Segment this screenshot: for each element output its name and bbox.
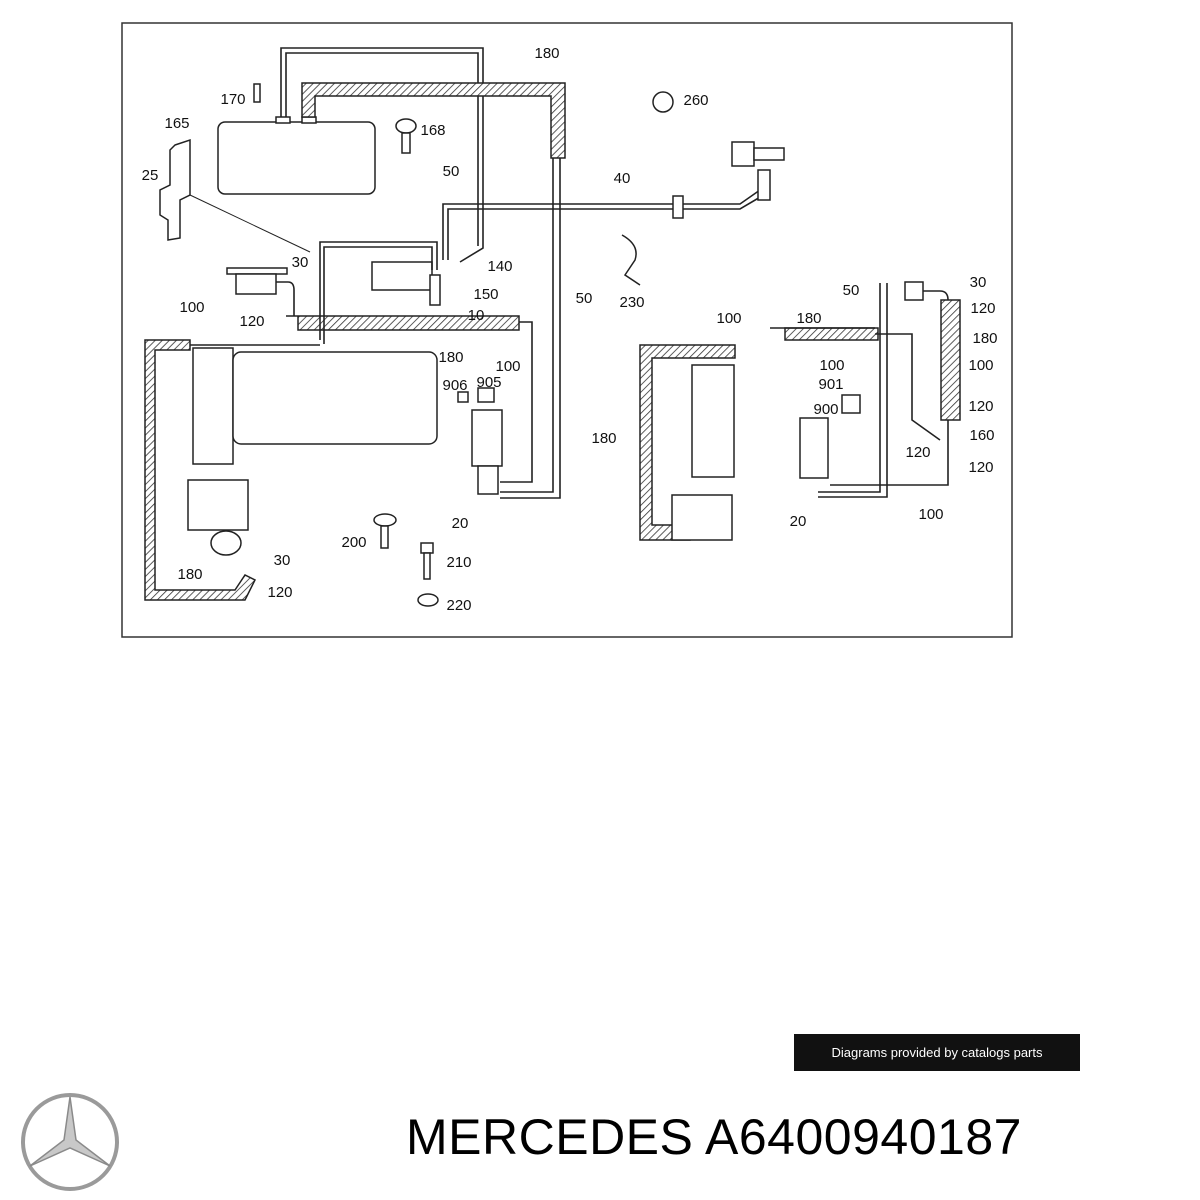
callout-label: 20 (452, 515, 469, 532)
hose-180-middle (286, 315, 520, 331)
callout-label: 120 (970, 300, 995, 317)
callout-label: 120 (968, 459, 993, 476)
callout-label: 120 (968, 398, 993, 415)
callout-label: 20 (790, 513, 807, 530)
valve-20-right (799, 417, 829, 479)
callout-label: 900 (813, 401, 838, 418)
brand-name: MERCEDES (406, 1109, 694, 1165)
callout-label: 100 (918, 506, 943, 523)
callout-label: 30 (970, 274, 987, 291)
hose-180-detail (639, 344, 736, 541)
callout-label: 901 (818, 376, 843, 393)
callout-labels: 180 170 165 168 25 50 40 260 140 30 150 120 10 100 50 2… (142, 45, 998, 614)
callout-label: 50 (443, 163, 460, 180)
callout-label: 30 (292, 254, 309, 271)
callout-label: 140 (487, 258, 512, 275)
callout-label: 120 (905, 444, 930, 461)
callout-label: 40 (614, 170, 631, 187)
callout-label: 120 (239, 313, 264, 330)
callout-label: 180 (972, 330, 997, 347)
callout-label: 160 (969, 427, 994, 444)
callout-label: 180 (177, 566, 202, 583)
callout-label: 100 (716, 310, 741, 327)
callout-label: 165 (164, 115, 189, 132)
callout-label: 50 (843, 282, 860, 299)
hose-180-vertical (940, 299, 961, 421)
diagram-drawing (144, 47, 961, 607)
callout-label: 100 (179, 299, 204, 316)
callout-label: 210 (446, 554, 471, 571)
parts-diagram: 180 170 165 168 25 50 40 260 140 30 150 120 10 100 50 2… (121, 22, 1013, 638)
callout-label: 100 (495, 358, 520, 375)
product-title: MERCEDES A6400940187 (406, 1108, 1022, 1166)
callout-label: 180 (796, 310, 821, 327)
part-number: A6400940187 (705, 1109, 1022, 1165)
callout-label: 180 (591, 430, 616, 447)
callout-label: 30 (274, 552, 291, 569)
callout-label: 120 (267, 584, 292, 601)
vacuum-reservoir (217, 121, 376, 195)
callout-label: 25 (142, 167, 159, 184)
hose-180-top (301, 82, 566, 159)
callout-label: 10 (468, 307, 485, 324)
callout-label: 50 (576, 290, 593, 307)
callout-label: 180 (438, 349, 463, 366)
mercedes-star-logo (21, 1093, 119, 1191)
diagram-credit: Diagrams provided by catalogs parts (794, 1034, 1080, 1071)
valve-20-left (471, 409, 503, 467)
callout-label: 905 (476, 374, 501, 391)
callout-label: 220 (446, 597, 471, 614)
hose-180-left (144, 339, 257, 601)
callout-label: 100 (819, 357, 844, 374)
callout-label: 906 (442, 377, 467, 394)
callout-label: 230 (619, 294, 644, 311)
callout-label: 168 (420, 122, 445, 139)
pressure-converter (371, 261, 433, 291)
callout-label: 150 (473, 286, 498, 303)
callout-label: 260 (683, 92, 708, 109)
callout-label: 170 (220, 91, 245, 108)
callout-label: 180 (534, 45, 559, 62)
callout-label: 100 (968, 357, 993, 374)
callout-label: 200 (341, 534, 366, 551)
